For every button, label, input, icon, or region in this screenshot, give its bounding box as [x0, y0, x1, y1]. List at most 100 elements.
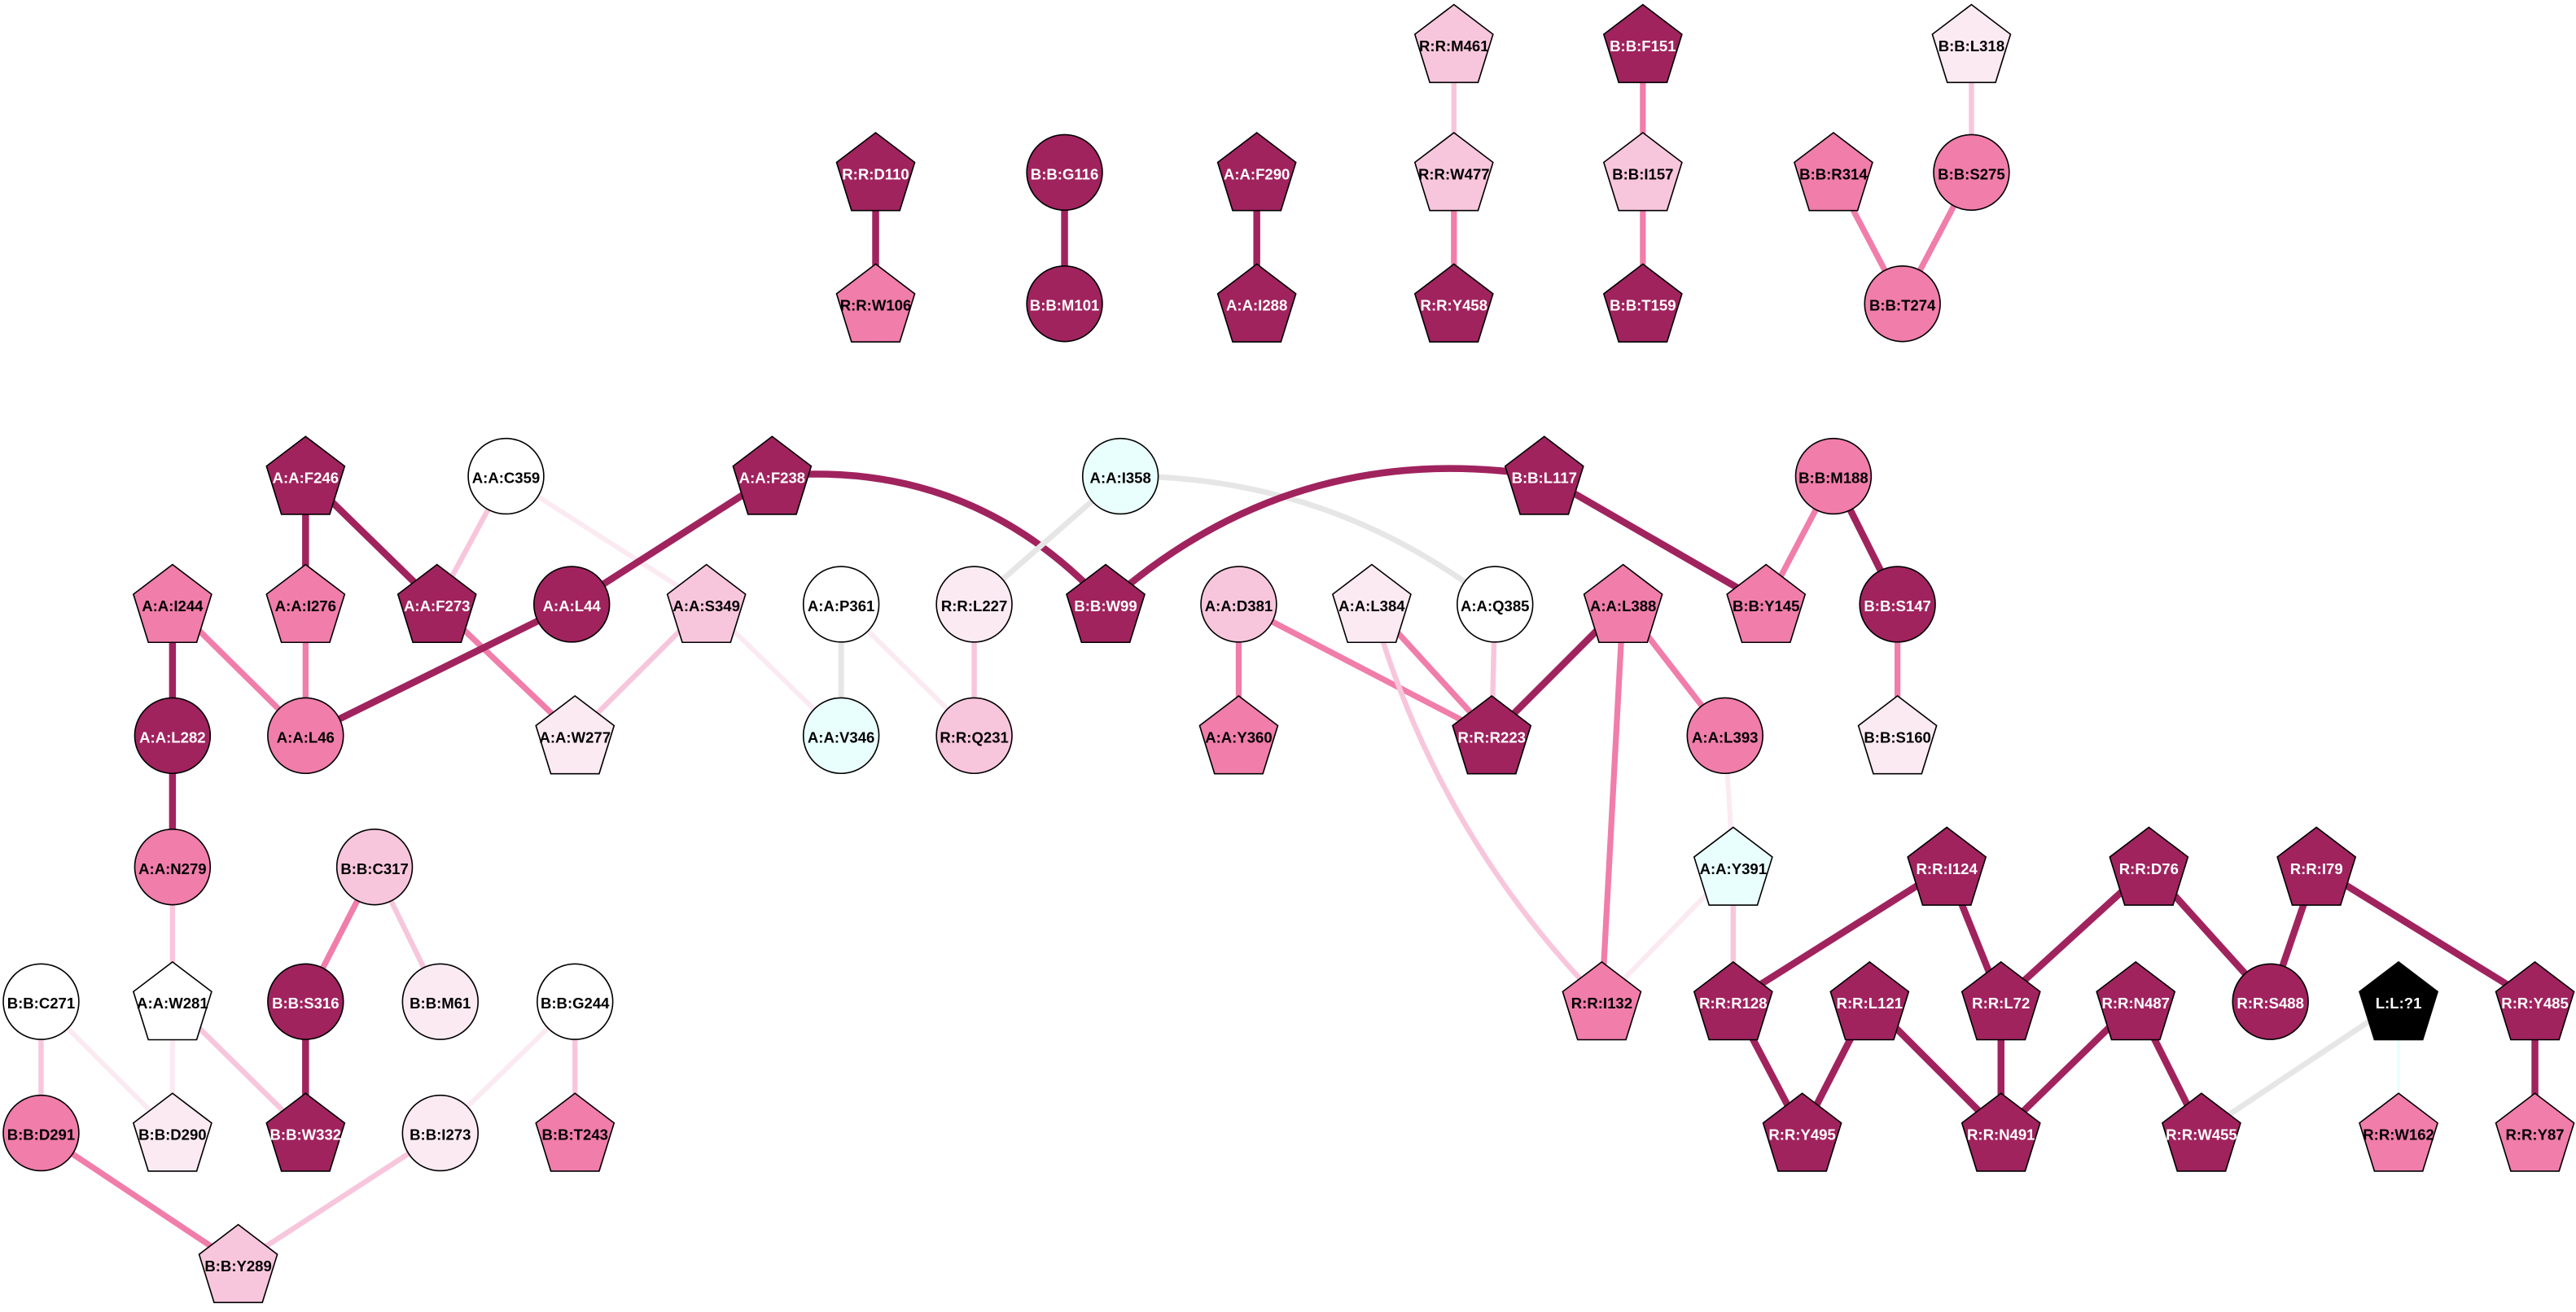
node-B:B:S275[interactable]: B:B:S275	[1933, 133, 2010, 212]
node-R:R:S488[interactable]: R:R:S488	[2232, 963, 2309, 1040]
pentagon-node-shape	[1216, 263, 1297, 343]
node-B:B:G244[interactable]: B:B:G244	[537, 963, 614, 1040]
node-A:A:D381[interactable]: A:A:D381	[1200, 566, 1277, 643]
node-R:R:R128[interactable]: R:R:R128	[1693, 960, 1773, 1041]
node-R:R:Y458[interactable]: R:R:Y458	[1413, 263, 1494, 343]
node-R:R:W455[interactable]: R:R:W455	[2161, 1092, 2241, 1172]
node-B:B:Y289[interactable]: B:B:Y289	[198, 1223, 278, 1304]
pentagon-node-shape	[2276, 826, 2357, 906]
node-A:A:C359[interactable]: A:A:C359	[467, 437, 545, 515]
node-R:R:W106[interactable]: R:R:W106	[835, 263, 916, 343]
edge-L:L:?1-R:R:W455	[2200, 999, 2400, 1135]
node-R:R:Q231[interactable]: R:R:Q231	[935, 697, 1013, 775]
pentagon-node-shape	[835, 132, 916, 212]
pentagon-node-shape	[1793, 132, 1873, 212]
node-A:A:N279[interactable]: A:A:N279	[134, 829, 212, 906]
circle-node-shape	[134, 697, 212, 775]
node-B:B:C317[interactable]: B:B:C317	[335, 829, 414, 906]
node-R:R:I124[interactable]: R:R:I124	[1907, 826, 1987, 906]
node-R:R:M461[interactable]: R:R:M461	[1413, 3, 1494, 84]
node-R:R:N487[interactable]: R:R:N487	[2096, 960, 2176, 1041]
node-A:A:F246[interactable]: A:A:F246	[265, 435, 346, 515]
pentagon-node-shape	[2495, 960, 2575, 1041]
node-B:B:F151[interactable]: B:B:F151	[1602, 3, 1683, 84]
node-B:B:D291[interactable]: B:B:D291	[2, 1094, 80, 1172]
node-B:B:S147[interactable]: B:B:S147	[1859, 566, 1936, 643]
node-A:A:W281[interactable]: A:A:W281	[132, 960, 212, 1041]
pentagon-node-shape	[1960, 960, 2041, 1041]
pentagon-node-shape	[265, 563, 346, 644]
edge-A:A:L388-R:R:I132	[1598, 604, 1627, 1002]
pentagon-node-shape	[1413, 263, 1494, 343]
circle-node-shape	[532, 566, 611, 643]
node-B:B:M61[interactable]: B:B:M61	[401, 963, 480, 1040]
pentagon-node-shape	[2359, 960, 2439, 1041]
pentagon-node-shape	[132, 563, 212, 644]
node-R:R:W162[interactable]: R:R:W162	[2359, 1092, 2439, 1172]
node-A:A:I276[interactable]: A:A:I276	[265, 563, 346, 644]
node-A:A:P361[interactable]: A:A:P361	[802, 566, 880, 643]
node-B:B:M101[interactable]: B:B:M101	[1026, 265, 1103, 343]
node-A:A:L44[interactable]: A:A:L44	[532, 566, 611, 643]
pentagon-node-shape	[1413, 3, 1494, 84]
node-B:B:C271[interactable]: B:B:C271	[2, 963, 80, 1040]
pentagon-node-shape	[1331, 563, 1412, 644]
node-B:B:T243[interactable]: B:B:T243	[535, 1092, 616, 1172]
node-A:A:F238[interactable]: A:A:F238	[732, 435, 813, 515]
pentagon-node-shape	[1562, 960, 1642, 1041]
node-A:A:I288[interactable]: A:A:I288	[1216, 263, 1297, 343]
edge-A:A:L44-A:A:L46	[304, 601, 574, 739]
node-A:A:L388[interactable]: A:A:L388	[1583, 563, 1663, 644]
pentagon-node-shape	[132, 960, 212, 1041]
node-A:A:Y391[interactable]: A:A:Y391	[1693, 826, 1773, 906]
node-A:A:V346[interactable]: A:A:V346	[802, 697, 880, 775]
node-R:R:L121[interactable]: R:R:L121	[1829, 960, 1910, 1041]
node-R:R:Y87[interactable]: R:R:Y87	[2495, 1092, 2575, 1172]
node-B:B:L117[interactable]: B:B:L117	[1504, 435, 1584, 515]
node-R:R:D76[interactable]: R:R:D76	[2109, 826, 2189, 906]
node-A:A:Y360[interactable]: A:A:Y360	[1198, 695, 1279, 775]
pentagon-node-shape	[1413, 132, 1494, 212]
node-A:A:L46[interactable]: A:A:L46	[267, 697, 344, 775]
node-A:A:S349[interactable]: A:A:S349	[666, 563, 747, 644]
circle-node-shape	[1200, 566, 1277, 643]
circle-node-shape	[467, 437, 545, 515]
node-A:A:F290[interactable]: A:A:F290	[1216, 132, 1297, 212]
edge-B:B:I273-B:B:Y289	[236, 1131, 442, 1267]
node-A:A:I244[interactable]: A:A:I244	[132, 563, 212, 644]
node-B:B:S160[interactable]: B:B:S160	[1857, 695, 1938, 775]
node-B:B:L318[interactable]: B:B:L318	[1931, 3, 2012, 84]
circle-node-shape	[1859, 566, 1936, 643]
circle-node-shape	[1457, 566, 1534, 643]
pentagon-node-shape	[1602, 132, 1683, 212]
node-B:B:M188[interactable]: B:B:M188	[1794, 437, 1873, 515]
node-B:B:I157[interactable]: B:B:I157	[1602, 132, 1683, 212]
pentagon-node-shape	[265, 435, 346, 515]
node-B:B:S316[interactable]: B:B:S316	[267, 963, 344, 1040]
node-L:L:?1[interactable]: L:L:?1	[2359, 960, 2439, 1041]
node-R:R:Y495[interactable]: R:R:Y495	[1762, 1092, 1842, 1172]
circle-node-shape	[401, 963, 480, 1040]
node-R:R:I79[interactable]: R:R:I79	[2276, 826, 2357, 906]
circle-node-shape	[802, 697, 880, 775]
node-A:A:Q385[interactable]: A:A:Q385	[1457, 566, 1534, 643]
node-B:B:T274[interactable]: B:B:T274	[1864, 265, 1941, 343]
pentagon-node-shape	[1907, 826, 1987, 906]
node-A:A:L282[interactable]: A:A:L282	[134, 697, 212, 775]
node-R:R:Y485[interactable]: R:R:Y485	[2495, 960, 2575, 1041]
node-B:B:G116[interactable]: B:B:G116	[1026, 133, 1103, 212]
pentagon-node-shape	[1829, 960, 1910, 1041]
node-B:B:R314[interactable]: B:B:R314	[1793, 132, 1873, 212]
node-B:B:T159[interactable]: B:B:T159	[1602, 263, 1683, 343]
circle-node-shape	[267, 697, 344, 775]
node-A:A:I358[interactable]: A:A:I358	[1081, 437, 1159, 515]
node-A:A:L384[interactable]: A:A:L384	[1331, 563, 1412, 644]
node-R:R:D110[interactable]: R:R:D110	[835, 132, 916, 212]
circle-node-shape	[2, 1094, 80, 1172]
pentagon-node-shape	[2359, 1092, 2439, 1172]
node-B:B:I273[interactable]: B:B:I273	[401, 1094, 480, 1172]
node-R:R:L227[interactable]: R:R:L227	[935, 566, 1013, 643]
node-B:B:Y145[interactable]: B:B:Y145	[1726, 563, 1807, 644]
node-R:R:W477[interactable]: R:R:W477	[1413, 132, 1494, 212]
node-A:A:L393[interactable]: A:A:L393	[1686, 697, 1763, 775]
